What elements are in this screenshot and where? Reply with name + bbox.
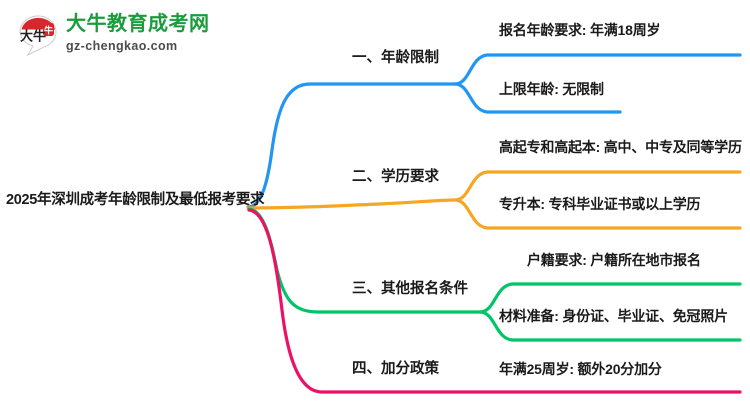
site-logo: 牛 大牛 大牛教育成考网 gz-chengkao.com (14, 8, 210, 60)
connector-education-to-gaoqi (453, 170, 742, 202)
connector-education-to-zhuanshengben (453, 198, 742, 230)
svg-text:大牛: 大牛 (20, 29, 46, 44)
leaf-label-signup-age[interactable]: 报名年龄要求: 年满18周岁 (499, 22, 661, 38)
logo-site-name: 大牛教育成考网 (66, 13, 210, 35)
daniu-bull-badge-icon: 牛 大牛 (19, 15, 57, 57)
connector-root-to-education (246, 198, 457, 210)
svg-text:牛: 牛 (44, 25, 53, 36)
leaf-label-gaoqi[interactable]: 高起专和高起本: 高中、中专及同等学历 (499, 139, 742, 155)
leaf-label-materials[interactable]: 材料准备: 身份证、毕业证、免冠照片 (499, 308, 728, 324)
leaf-label-upper-age[interactable]: 上限年龄: 无限制 (499, 81, 604, 97)
logo-text: 大牛教育成考网 gz-chengkao.com (66, 12, 210, 54)
branch-label-age-limit[interactable]: 一、年龄限制 (352, 50, 439, 66)
leaf-label-huji[interactable]: 户籍要求: 户籍所在地市报名 (527, 252, 701, 268)
connector-root-to-bonus-policy (247, 208, 742, 394)
root-node-label[interactable]: 2025年深圳成考年龄限制及最低报考要求 (6, 192, 265, 208)
leaf-label-age25-bonus[interactable]: 年满25周岁: 额外20分加分 (499, 361, 662, 377)
connector-other-to-materials (478, 310, 742, 342)
connector-other-to-huji (478, 282, 742, 314)
branch-label-bonus-policy[interactable]: 四、加分政策 (352, 361, 439, 377)
leaf-label-zhuanshengben[interactable]: 专升本: 专科毕业证书或以上学历 (499, 196, 701, 212)
branch-label-education-requirement[interactable]: 二、学历要求 (352, 169, 439, 185)
branch-label-other-conditions[interactable]: 三、其他报名条件 (352, 281, 468, 297)
connector-age-limit-to-signup-age (453, 53, 742, 86)
logo-domain: gz-chengkao.com (66, 39, 178, 53)
connector-root-to-age-limit (246, 82, 457, 209)
connector-age-limit-to-upper-age (453, 82, 622, 114)
